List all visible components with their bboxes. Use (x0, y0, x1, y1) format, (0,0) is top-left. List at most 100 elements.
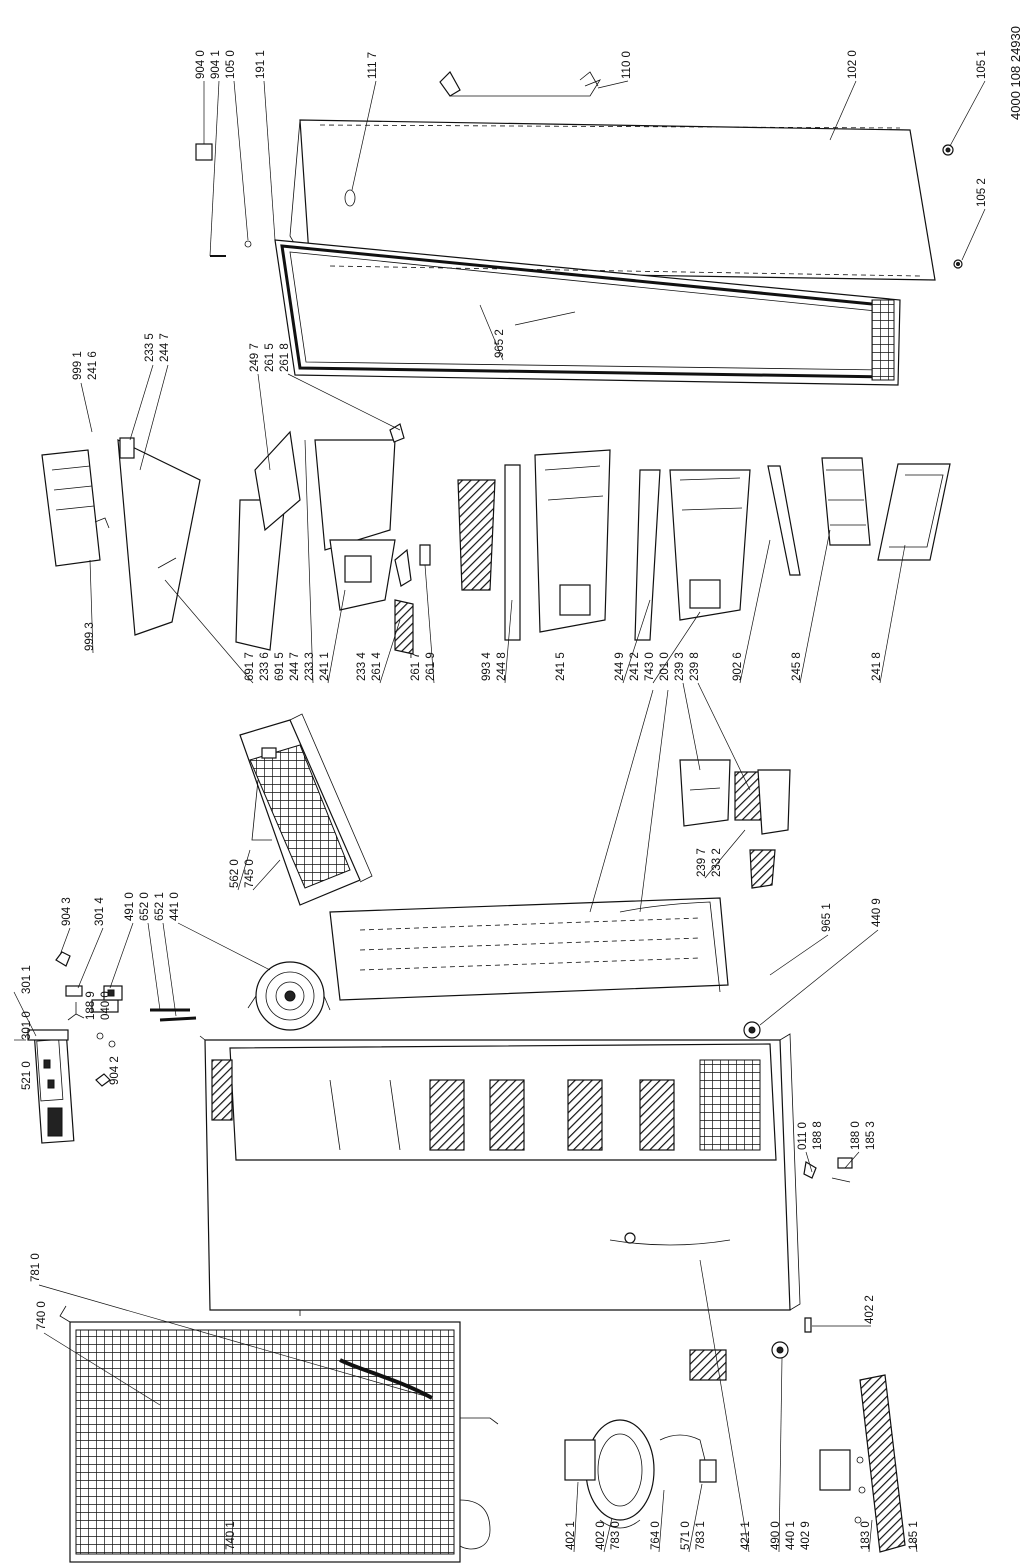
part-label: 521 0 (21, 1061, 33, 1090)
cabinet (199, 1033, 801, 1316)
bin-245-8 (821, 457, 871, 546)
part-label: 904 0 (195, 50, 207, 79)
part-label: 999 3 (84, 622, 96, 651)
part-label: 402 0 (595, 1521, 607, 1550)
part-label: 239 3 (674, 652, 686, 681)
part-label: 965 1 (821, 903, 833, 932)
part-label: 691 5 (274, 652, 286, 681)
part-label: 301 1 (21, 965, 33, 994)
part-label: 402 2 (864, 1295, 876, 1324)
document-code: 4000 108 24930 (1008, 26, 1023, 120)
part-label: 261 8 (279, 343, 291, 372)
door (274, 119, 936, 386)
part-label: 743 0 (644, 652, 656, 681)
part-label: 261 4 (371, 652, 383, 681)
part-label: 783 0 (610, 1521, 622, 1550)
condenser-coil (59, 1305, 499, 1563)
part-label: 441 0 (169, 892, 181, 921)
part-label: 233 5 (144, 333, 156, 362)
part-label: 011 0 (797, 1122, 809, 1150)
part-label: 781 0 (30, 1253, 42, 1282)
part-label: 201 0 (659, 652, 671, 681)
part-label: 233 6 (259, 652, 271, 681)
part-label: 111 7 (367, 52, 379, 79)
parts-artwork (27, 71, 963, 1563)
part-label: 244 8 (496, 652, 508, 681)
part-label: 241 8 (871, 652, 883, 681)
part-label: 993 4 (481, 652, 493, 681)
part-label: 562 0 (229, 859, 241, 888)
hinge (439, 71, 461, 97)
part-label: 241 1 (319, 652, 331, 681)
part-label: 571 0 (680, 1521, 692, 1550)
crisper-group (457, 449, 751, 641)
evaporator-fan (247, 961, 331, 1031)
part-label: 185 3 (865, 1121, 877, 1150)
tray-241-8 (877, 463, 951, 561)
part-label: 110 0 (621, 51, 633, 79)
part-label: 183 0 (860, 1521, 872, 1550)
part-label: 421 1 (740, 1521, 752, 1550)
part-label: 233 3 (304, 652, 316, 681)
part-label: 239 8 (689, 652, 701, 681)
part-label: 491 0 (124, 892, 136, 921)
part-label: 244 7 (159, 333, 171, 362)
part-label: 191 1 (255, 50, 267, 79)
part-label: 402 1 (565, 1521, 577, 1550)
part-label: 233 2 (711, 848, 723, 877)
part-label: 440 9 (871, 898, 883, 927)
screw-904-2 (95, 1073, 111, 1087)
part-label: 745 0 (244, 859, 256, 888)
part-label: 241 6 (87, 351, 99, 380)
part-label: 402 9 (800, 1521, 812, 1550)
part-label: 440 1 (785, 1521, 797, 1550)
inner-back-panel (329, 897, 729, 1001)
part-label: 652 1 (154, 892, 166, 921)
part-label: 105 1 (976, 50, 988, 79)
part-label: 261 7 (410, 652, 422, 681)
part-label: 740 0 (36, 1301, 48, 1330)
part-label: 239 7 (696, 848, 708, 877)
part-label: 105 2 (976, 178, 988, 207)
part-label: 241 2 (629, 652, 641, 681)
part-label: 244 7 (289, 652, 301, 681)
part-label: 261 5 (264, 343, 276, 372)
part-label: 040 0 (100, 991, 112, 1020)
part-label: 241 5 (555, 652, 567, 681)
part-label: 249 7 (249, 343, 261, 372)
part-label: 691 7 (244, 652, 256, 681)
part-label: 999 1 (72, 351, 84, 380)
part-label: 904 2 (109, 1056, 121, 1085)
part-label: 740 1 (225, 1521, 237, 1550)
middle-drawer-group (235, 423, 431, 655)
compressor (585, 1419, 655, 1529)
part-label: 652 0 (139, 892, 151, 921)
part-label: 244 9 (614, 652, 626, 681)
part-label: 188 9 (85, 991, 97, 1020)
lower-drawer-group (679, 759, 791, 889)
part-label: 188 8 (812, 1121, 824, 1150)
part-label: 105 0 (225, 50, 237, 79)
part-label: 233 4 (356, 652, 368, 681)
base-plate (854, 1374, 906, 1553)
air-duct-assembly (239, 713, 373, 906)
part-label: 301 0 (21, 1011, 33, 1040)
part-label: 904 1 (210, 50, 222, 79)
part-label: 764 0 (650, 1521, 662, 1550)
part-label: 261 9 (425, 652, 437, 681)
leader-lines (13, 80, 986, 1553)
part-label: 490 0 (770, 1521, 782, 1550)
part-label: 245 8 (791, 652, 803, 681)
part-label: 301 4 (94, 897, 106, 926)
control-panel (27, 1029, 75, 1144)
part-label: 904 3 (61, 897, 73, 926)
part-label: 102 0 (847, 50, 859, 79)
shelf-902-6 (767, 465, 801, 576)
part-label: 965 2 (494, 329, 506, 358)
part-label: 902 6 (732, 652, 744, 681)
part-label: 185 1 (908, 1521, 920, 1550)
part-label: 188 0 (850, 1121, 862, 1150)
upper-shelf-group (41, 437, 201, 636)
